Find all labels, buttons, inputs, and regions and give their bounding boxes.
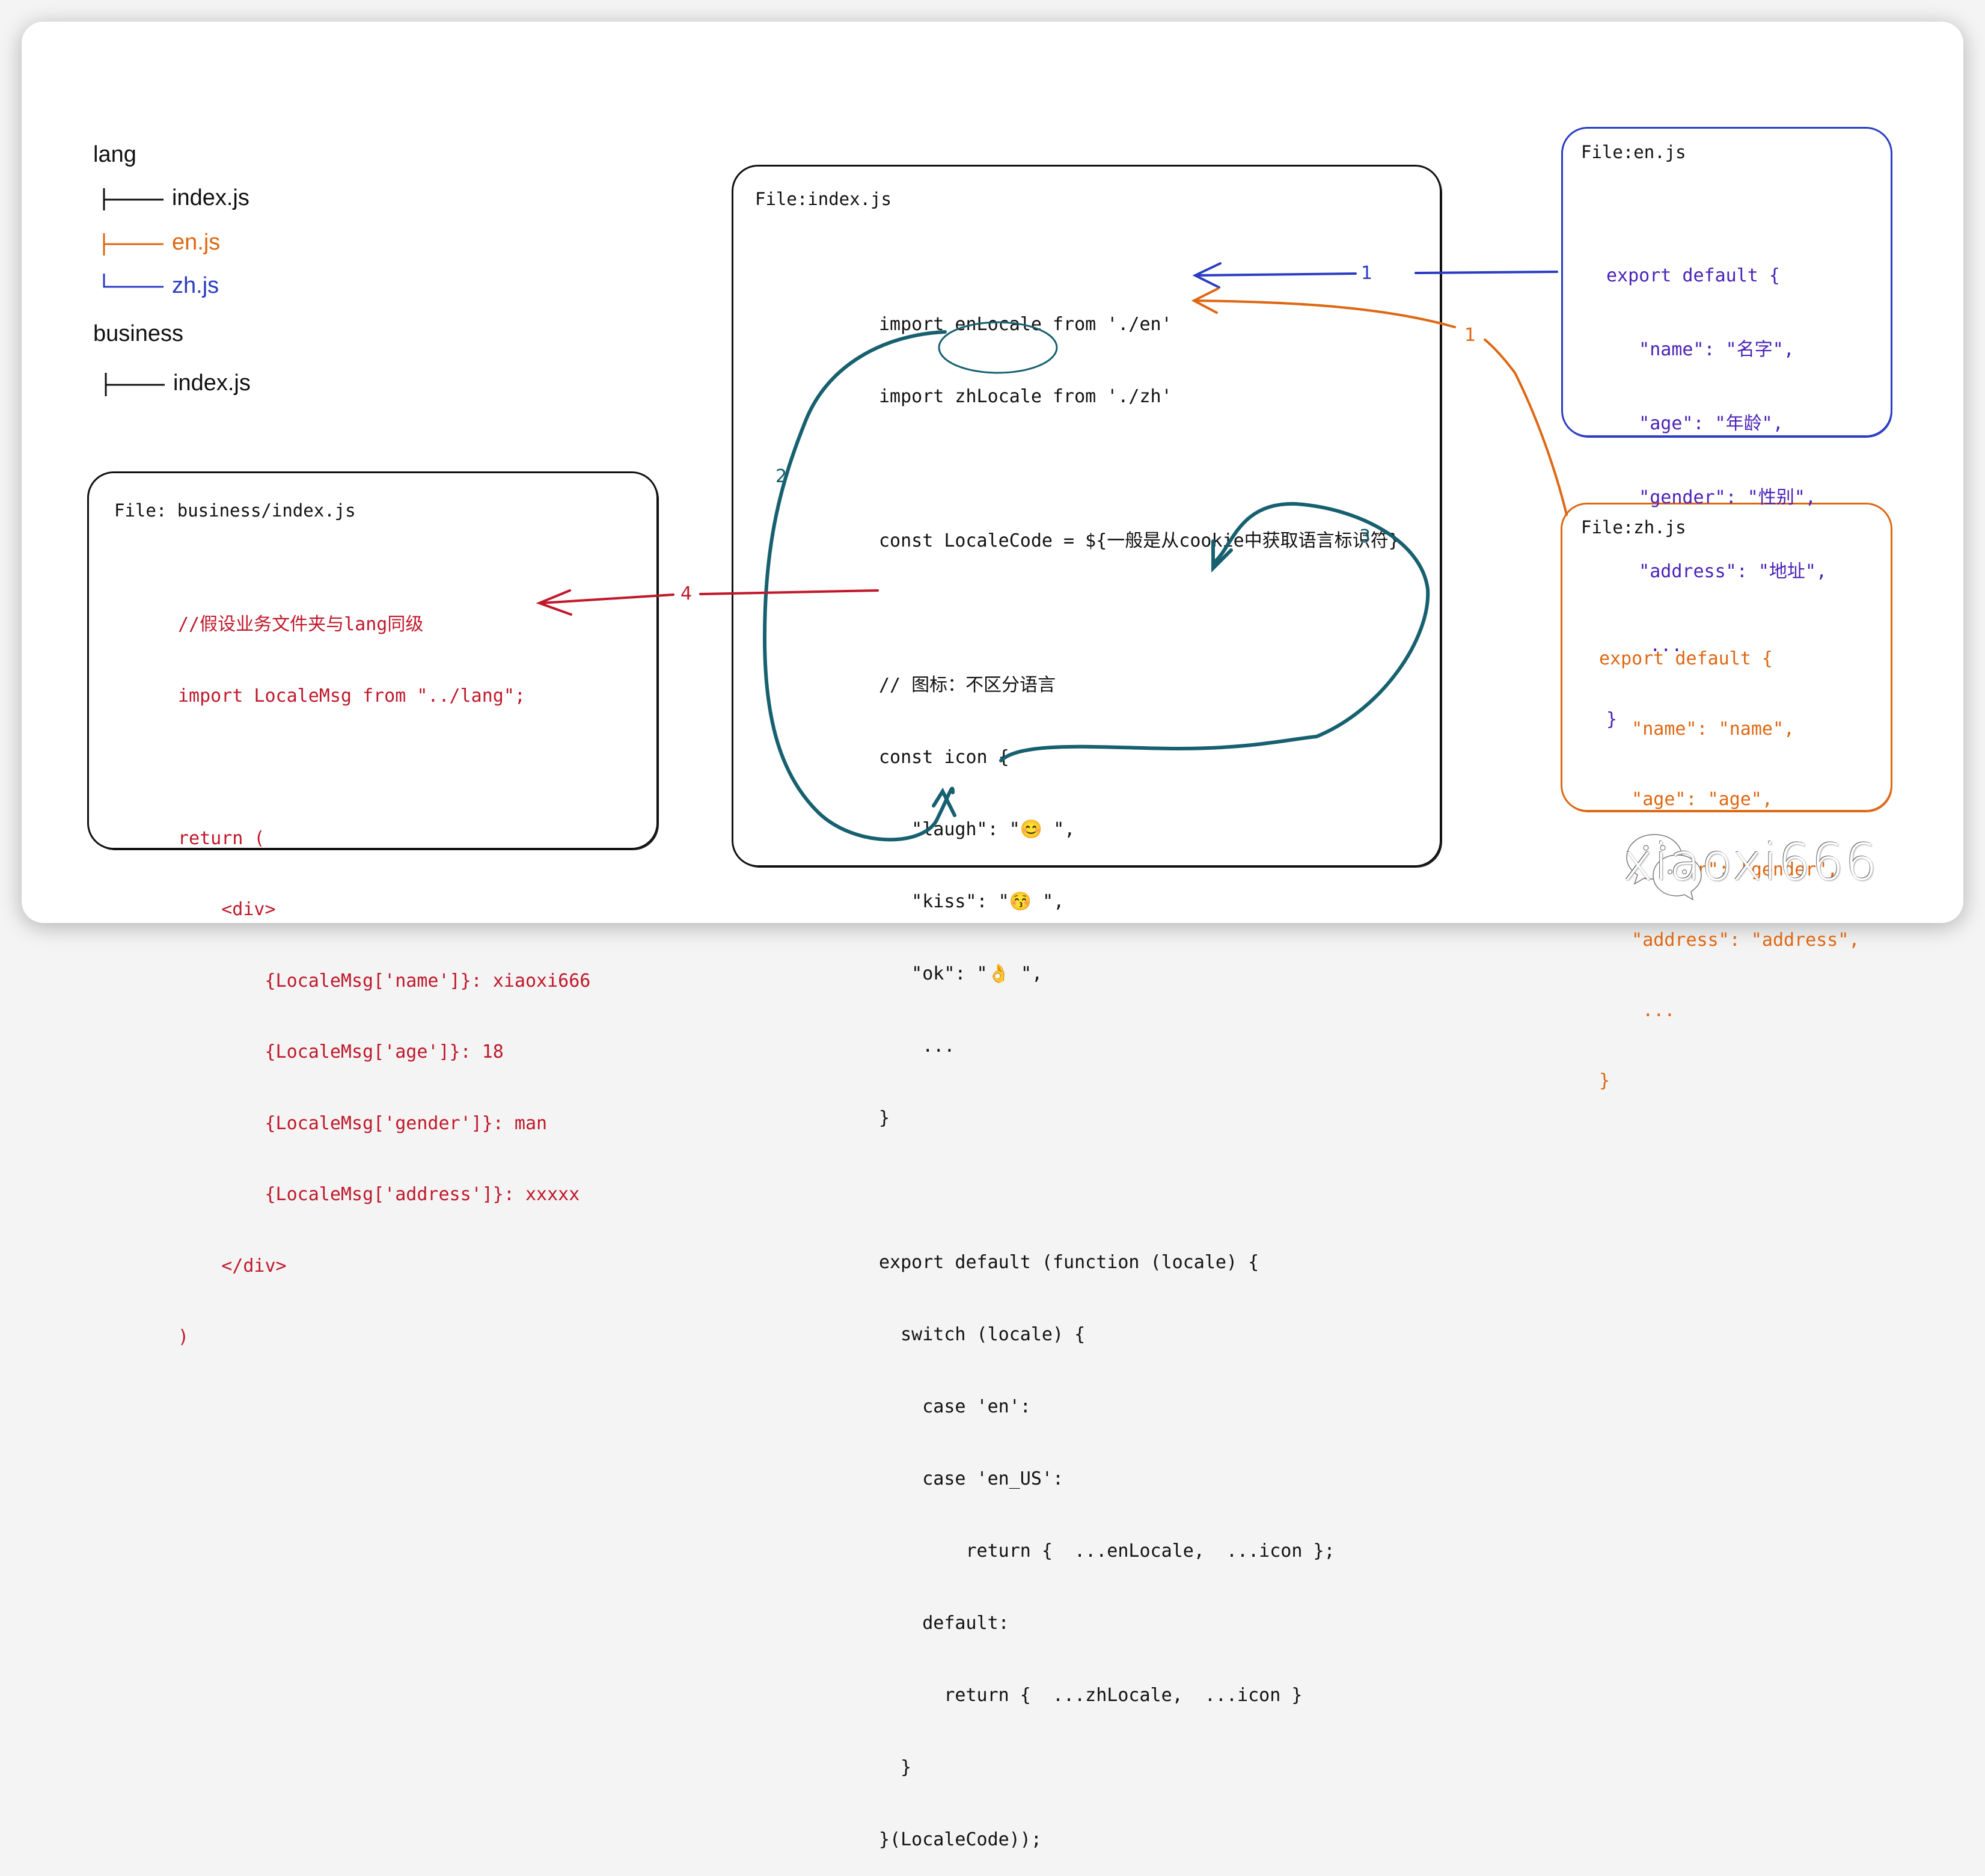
arrow-localecode-to-call xyxy=(762,330,956,842)
tree-branch-zh xyxy=(103,274,164,288)
arrow-label-4: 4 xyxy=(678,585,695,603)
code-line: "age": "age", xyxy=(1599,789,1773,810)
business-index-file-box xyxy=(87,471,658,850)
arrow-label-2: 2 xyxy=(775,466,788,487)
code-line: // 图标：不区分语言 xyxy=(879,675,1056,696)
code-line: {LocaleMsg['age']}: 18 xyxy=(178,1041,504,1062)
en-file-title: File:en.js xyxy=(1581,142,1686,162)
code-line: ... xyxy=(879,1035,955,1056)
tree-file-zh: zh.js xyxy=(172,273,219,298)
localecode-highlight-ellipse xyxy=(938,321,1058,374)
zh-file-box xyxy=(1561,503,1892,812)
tree-branch-business-index xyxy=(105,373,165,396)
code-line: import LocaleMsg from "../lang"; xyxy=(178,685,525,707)
code-line: } xyxy=(879,1108,890,1129)
code-line: "ok": "👌 ", xyxy=(879,963,1043,984)
tree-branch-en xyxy=(103,233,164,256)
watermark-text: xiaoxi666 xyxy=(1623,833,1879,892)
en-code-block: export default { "name": "名字", "age": "年… xyxy=(1606,214,1827,756)
tree-file-business-index: index.js xyxy=(173,370,251,396)
code-line: default: xyxy=(879,1613,1009,1634)
code-line: } xyxy=(879,1757,912,1778)
arrow-return-to-function xyxy=(999,501,1430,762)
code-line: } xyxy=(1599,1070,1610,1091)
zh-file-title: File:zh.js xyxy=(1581,517,1686,538)
tree-folder-business: business xyxy=(93,321,183,346)
arrow-export-to-business xyxy=(536,589,879,616)
code-line: ​ xyxy=(879,1179,1399,1203)
tree-file-lang-index: index.js xyxy=(172,185,249,210)
code-line: import zhLocale from './zh' xyxy=(879,386,1172,407)
code-line: "address": "地址", xyxy=(1606,561,1827,582)
code-line: "gender": "性别", xyxy=(1606,487,1816,508)
code-line: case 'en_US': xyxy=(879,1468,1064,1489)
arrow-en-to-index xyxy=(1192,262,1558,289)
code-line: case 'en': xyxy=(879,1396,1031,1417)
code-line: }(LocaleCode)); xyxy=(879,1829,1042,1850)
arrow-label-3: 3 xyxy=(1359,526,1371,547)
code-line: //假设业务文件夹与lang同级 xyxy=(178,614,424,635)
code-line: <div> xyxy=(178,899,276,920)
code-line: return { ...enLocale, ...icon }; xyxy=(879,1540,1335,1562)
code-line: } xyxy=(1606,709,1618,730)
business-file-title: File: business/index.js xyxy=(114,500,356,521)
code-line: </div> xyxy=(178,1255,287,1277)
tree-branch-lines xyxy=(103,188,165,396)
code-line: const icon { xyxy=(879,747,1009,768)
code-line: ) xyxy=(178,1326,189,1347)
index-file-title: File:index.js xyxy=(755,189,892,209)
wechat-icon xyxy=(1626,834,1702,901)
code-line: ... xyxy=(1606,635,1683,656)
code-line: {LocaleMsg['name']}: xiaoxi666 xyxy=(178,970,591,992)
code-line: "age": "年龄", xyxy=(1606,413,1784,434)
code-line: "laugh": "😊 ", xyxy=(879,819,1075,840)
code-line: ... xyxy=(1599,1000,1675,1021)
code-line: "name": "name", xyxy=(1599,719,1795,740)
arrow-zh-to-index xyxy=(1191,287,1568,516)
code-line: const LocaleCode = ${一般是从cookie中获取语言标识符} xyxy=(879,530,1399,551)
code-line: switch (locale) { xyxy=(879,1324,1086,1345)
tree-folder-lang: lang xyxy=(93,142,136,167)
arrow-label-1-blue: 1 xyxy=(1359,265,1375,283)
code-line: export default { xyxy=(1599,648,1773,669)
code-line: export default { xyxy=(1606,265,1780,286)
code-line: "name": "名字", xyxy=(1606,339,1794,360)
index-file-box xyxy=(732,165,1442,867)
code-line: {LocaleMsg['address']}: xxxxx xyxy=(178,1184,580,1205)
tree-branch-lang-index xyxy=(103,188,164,210)
en-file-box xyxy=(1561,127,1892,437)
arrow-label-1-orange: 1 xyxy=(1462,326,1479,345)
connector-layer xyxy=(103,188,1568,842)
code-line: return ( xyxy=(178,827,265,849)
code-line: {LocaleMsg['gender']}: man xyxy=(178,1112,548,1134)
code-line: export default (function (locale) { xyxy=(879,1252,1259,1273)
tree-file-en: en.js xyxy=(172,230,221,255)
code-line: "kiss": "😚 ", xyxy=(879,891,1065,912)
code-line: return { ...zhLocale, ...icon } xyxy=(879,1685,1303,1706)
